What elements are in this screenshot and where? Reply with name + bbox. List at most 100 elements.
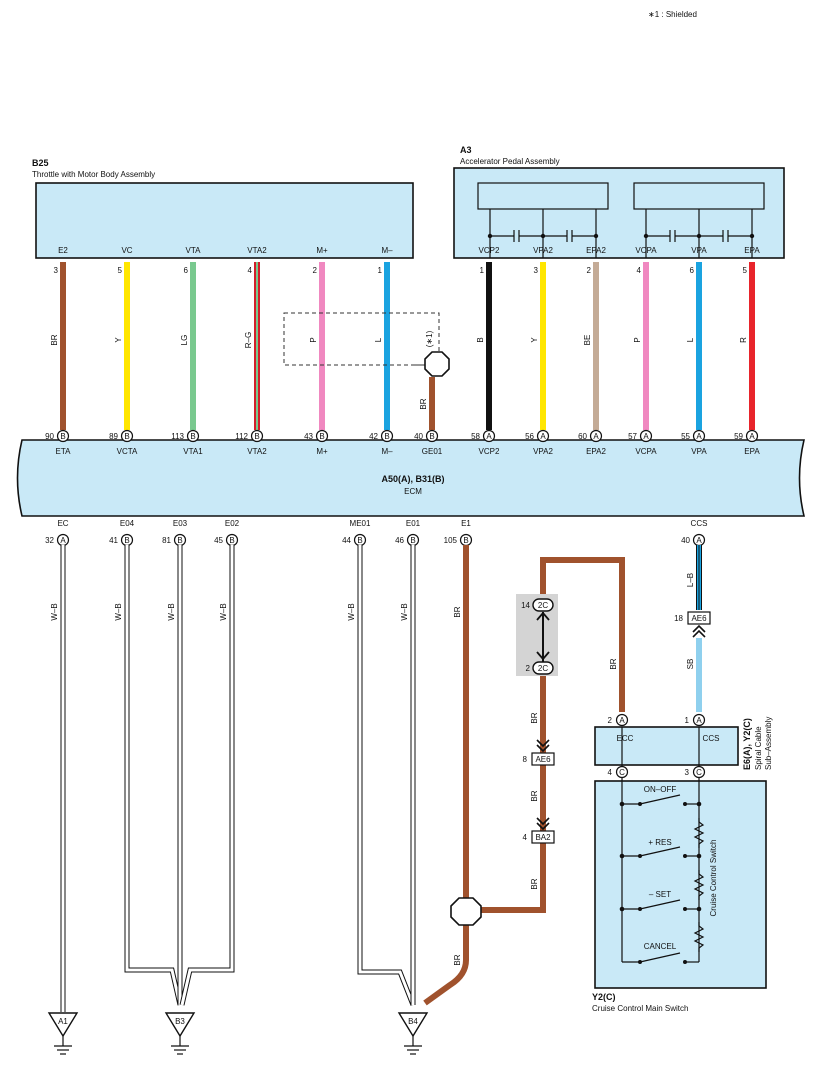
wire-label-1: Y — [114, 337, 123, 343]
c2c-top-name: 2C — [538, 601, 548, 610]
ecm-top-pin-conn-1: B — [124, 432, 129, 441]
b25-pin-num-5: 1 — [378, 266, 383, 275]
wire-e02-inner — [180, 545, 234, 1006]
ecm-top-pin-4 — [315, 429, 329, 443]
wire-label-wb-2: W–B — [167, 603, 176, 620]
ecm-top-pin-conn-6: B — [429, 432, 434, 441]
ecm-top-pin-5 — [380, 429, 394, 443]
ecm-top-pin-name-9: EPA2 — [586, 447, 606, 456]
a3-pin-name-1: VPA2 — [533, 246, 553, 255]
ecm-top-pin-name-3: VTA2 — [247, 447, 267, 456]
wire-label-8: Y — [530, 337, 539, 343]
ecm-bot-pin-conn-1: B — [124, 536, 129, 545]
ground-B4 — [397, 1012, 429, 1038]
ecm-bot-pin-name-3: E02 — [225, 519, 240, 528]
ground-A1 — [47, 1012, 79, 1038]
wire-e04-inner — [125, 545, 182, 1006]
ecm-top-pin-1 — [120, 429, 134, 443]
wire-label-e1: BR — [453, 606, 462, 617]
ecm-bot-pin-conn-7: A — [696, 536, 702, 545]
wire-label-3: R–G — [244, 332, 253, 348]
ecm-bot-pin-num-7: 40 — [681, 536, 690, 545]
ecm-top-pin-conn-9: A — [593, 432, 599, 441]
wire-label-11: L — [686, 337, 695, 342]
a3-sensor-1 — [477, 182, 609, 258]
ae6-right-pin: 18 — [674, 614, 683, 623]
spiral-pin-4c: C — [615, 765, 629, 779]
switch-res-label: + RES — [648, 838, 671, 847]
wire-label-br-2: BR — [530, 790, 539, 801]
ecm-top-pin-2 — [186, 429, 200, 443]
ecm-top-pin-num-11: 55 — [681, 432, 690, 441]
ecm-bot-pin-name-5: E01 — [406, 519, 421, 528]
ecm-bot-pin-name-7: CCS — [691, 519, 708, 528]
spiral-pin-1a: A — [692, 713, 706, 727]
ecm-top-pin-num-4: 43 — [304, 432, 313, 441]
ecm-top-pin-num-8: 56 — [525, 432, 534, 441]
ecm-top-pin-name-4: M+ — [316, 447, 328, 456]
spiral-name-2: Sub–Assembly — [764, 717, 773, 770]
ground-label-A1: A1 — [58, 1017, 68, 1026]
a3-pin-num-1: 3 — [534, 266, 539, 275]
wire-label-5: L — [374, 337, 383, 342]
svg-text:A: A — [619, 716, 625, 725]
wire-label-wb-4: W–B — [347, 603, 356, 620]
ecm-name: ECM — [404, 487, 422, 496]
wire-label-ge01: BR — [419, 398, 428, 409]
ecm-top-pin-conn-12: A — [749, 432, 755, 441]
ground-B3 — [164, 1012, 196, 1038]
ecm-top-pin-conn-2: B — [190, 432, 195, 441]
ba2-connector — [531, 830, 555, 844]
connector-2c — [532, 598, 554, 675]
spiral-pin-ecc: ECC — [617, 734, 634, 743]
a3-pin-num-2: 2 — [587, 266, 592, 275]
ecm-top-pin-name-7: VCP2 — [479, 447, 500, 456]
ecm-bot-pin-num-2: 81 — [162, 536, 171, 545]
ae6-right-connector — [687, 611, 711, 625]
b25-pin-num-4: 2 — [313, 266, 318, 275]
b25-pin-name-1: VC — [121, 246, 132, 255]
ecm-top-pin-7 — [482, 429, 496, 443]
wire-label-wb-5: W–B — [400, 603, 409, 620]
b25-pin-num-2: 6 — [184, 266, 189, 275]
a3-component-box — [453, 167, 785, 259]
ecm-top-pin-11 — [692, 429, 706, 443]
wire-label-sb: SB — [686, 659, 695, 670]
cruise-switch-circuit — [621, 778, 705, 963]
ba2-pin: 4 — [523, 833, 528, 842]
wire-label-l-b: L–B — [686, 573, 695, 587]
wire-label-wb-0: W–B — [50, 603, 59, 620]
ecm-top-pin-conn-10: A — [643, 432, 649, 441]
a3-pin-name-2: EPA2 — [586, 246, 606, 255]
a3-pin-name-5: EPA — [744, 246, 760, 255]
spiral-cable-box — [594, 726, 739, 766]
ecm-top-pin-num-6: 40 — [414, 432, 423, 441]
ecm-bot-pin-conn-0: A — [60, 536, 66, 545]
ecm-top-pin-num-7: 58 — [471, 432, 480, 441]
ecm-top-pin-conn-7: A — [486, 432, 492, 441]
b25-pin-name-3: VTA2 — [247, 246, 267, 255]
ecm-top-pin-name-6: GE01 — [422, 447, 443, 456]
b25-component-box — [35, 182, 414, 259]
cruise-side-label: Cruise Control Switch — [709, 840, 718, 917]
ecm-top-pin-conn-11: A — [696, 432, 702, 441]
ground-label-B4: B4 — [408, 1017, 418, 1026]
wire-label-0: BR — [50, 334, 59, 345]
wire-label-br-3: BR — [530, 878, 539, 889]
c2c-bot-pin: 2 — [526, 664, 531, 673]
ae6-left-name: AE6 — [535, 755, 551, 764]
ecm-bot-pin-conn-2: B — [177, 536, 182, 545]
ecm-bot-pin-num-0: 32 — [45, 536, 54, 545]
svg-text:A: A — [696, 716, 702, 725]
shield-mark: (∗1) — [425, 330, 434, 347]
switch-on-off-label: ON–OFF — [644, 785, 677, 794]
c2c-top-pin: 14 — [521, 601, 530, 610]
b25-pin-num-1: 5 — [118, 266, 123, 275]
a3-pin-name-0: VCP2 — [479, 246, 500, 255]
ecm-top-pin-conn-3: B — [254, 432, 259, 441]
ecm-top-pin-name-5: M– — [381, 447, 393, 456]
cruise-switch-box — [594, 780, 767, 989]
a3-pin-name-3: VCPA — [635, 246, 657, 255]
wire-label-wb-1: W–B — [114, 603, 123, 620]
